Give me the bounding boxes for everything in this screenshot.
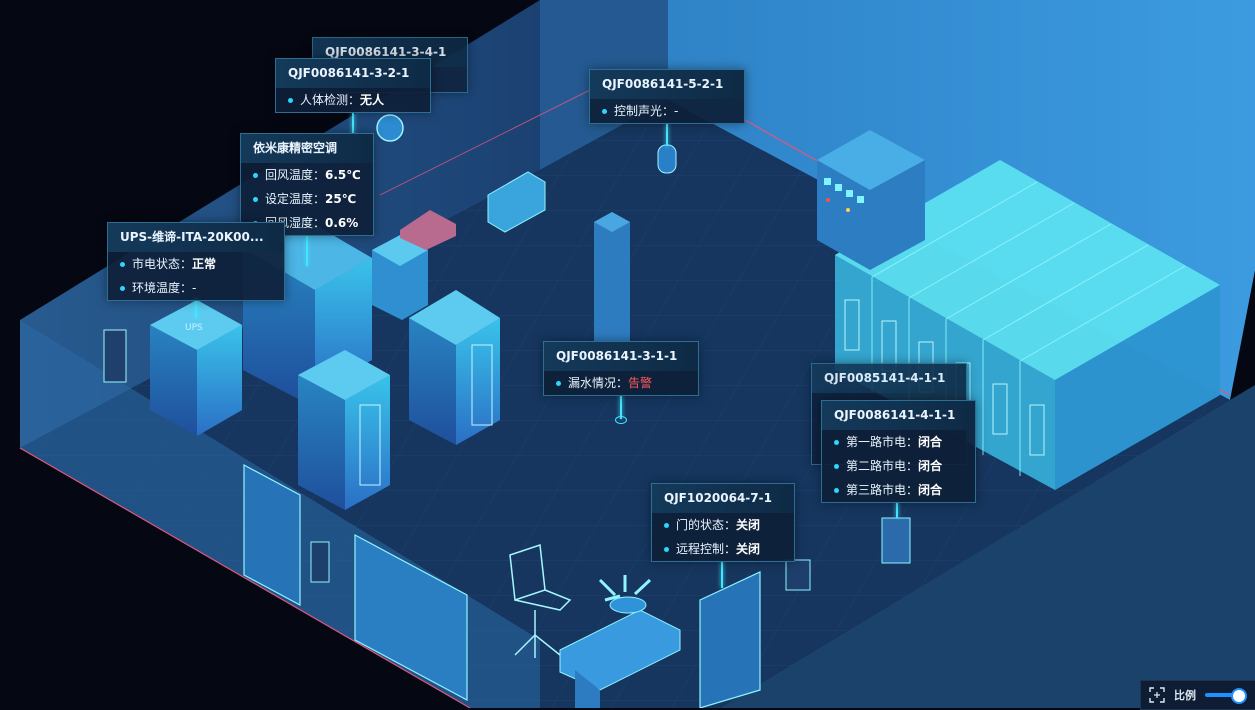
plant [598,575,652,614]
row-label: 漏水情况： [568,376,629,390]
row-value: 25℃ [325,192,357,206]
card-title: UPS-维谛-ITA-20K00... [108,223,284,252]
front-right-wall [720,385,1255,708]
pillar [594,212,630,355]
ups-cabinet: UPS [150,300,242,436]
scale-control: 比例 [1140,680,1255,710]
row-value: 闭合 [918,459,943,473]
scale-label: 比例 [1174,689,1196,702]
bullet-icon [664,547,669,552]
ups-card[interactable]: UPS-维谛-ITA-20K00... 市电状态：正常 环境温度：- [107,222,285,301]
card-row: 市电状态：正常 [108,252,284,276]
bullet-icon [288,98,293,103]
row-value: 正常 [192,257,217,271]
card-title: QJF0086141-3-2-1 [276,59,430,88]
row-label: 门的状态： [676,518,737,532]
card-row: 远程控制：关闭 [652,537,794,561]
card-row: 控制声光：- [590,99,744,123]
scale-slider-track[interactable] [1205,693,1245,697]
card-row: 门的状态：关闭 [652,513,794,537]
sound-light-alarm [657,144,677,174]
row-label: 第三路市电： [846,483,919,497]
card-title: QJF0085141-4-1-1 [812,364,966,393]
alarm-value: 告警 [628,376,653,390]
card-row: 第三路市电：闭合 [822,478,975,502]
card-title: QJF0086141-3-1-1 [544,342,698,371]
card-row: 第二路市电：闭合 [822,454,975,478]
battery-stack [400,210,456,250]
card-row: 回风温度：6.5℃ [241,163,373,187]
door-card[interactable]: QJF1020064-7-1 门的状态：关闭 远程控制：关闭 [651,483,795,562]
row-label: 第一路市电： [846,435,919,449]
row-label: 环境温度： [132,281,193,295]
bullet-icon [556,381,561,386]
sensor-card-5-2-1[interactable]: QJF0086141-5-2-1 控制声光：- [589,69,745,124]
wall-box [881,517,911,564]
bullet-icon [120,262,125,267]
bullet-icon [120,286,125,291]
access-panel [785,559,811,591]
card-row: 第一路市电：闭合 [822,430,975,454]
row-label: 远程控制： [676,542,737,556]
row-value: 0.6% [325,216,359,230]
row-value: 6.5℃ [325,168,361,182]
row-label: 第二路市电： [846,459,919,473]
card-title: QJF0086141-5-2-1 [590,70,744,99]
bullet-icon [834,488,839,493]
cabinet-b [409,290,500,445]
chair [509,543,572,658]
card-title: 依米康精密空调 [241,134,373,163]
card-row: 环境温度：- [108,276,284,300]
row-value: - [192,281,197,295]
scale-slider-handle[interactable] [1231,688,1247,704]
card-row: 设定温度：25℃ [241,187,373,211]
ac-card[interactable]: 依米康精密空调 回风温度：6.5℃ 设定温度：25℃ 回风湿度：0.6% [240,133,374,236]
card-title: QJF0086141-4-1-1 [822,401,975,430]
svg-text:UPS: UPS [185,323,203,333]
row-value: 无人 [360,93,385,107]
leak-sensor-card[interactable]: QJF0086141-3-1-1 漏水情况：告警 [543,341,699,396]
row-value: 闭合 [918,483,943,497]
row-label: 人体检测： [300,93,361,107]
door-left [243,463,301,607]
row-value: - [674,104,679,118]
card-row: 漏水情况：告警 [544,371,698,395]
bullet-icon [602,109,607,114]
human-sensor [376,114,404,142]
bullet-icon [664,523,669,528]
bullet-icon [253,173,258,178]
row-value: 关闭 [736,542,761,556]
cabinet-a [298,350,390,510]
row-label: 控制声光： [614,104,675,118]
card-row: 人体检测：无人 [276,88,430,112]
wall-ac [487,171,546,233]
access-panel-left [310,541,330,583]
fit-screen-icon[interactable] [1149,687,1165,703]
row-label: 设定温度： [265,192,326,206]
bullet-icon [834,464,839,469]
sensor-card-3-2-1[interactable]: QJF0086141-3-2-1 人体检测：无人 [275,58,431,113]
bullet-icon [253,197,258,202]
card-title: QJF1020064-7-1 [652,484,794,513]
row-label: 回风温度： [265,168,326,182]
row-value: 关闭 [736,518,761,532]
row-value: 闭合 [918,435,943,449]
board-left [354,533,468,702]
power-strip [103,329,127,383]
bullet-icon [834,440,839,445]
power-card-4-1-1[interactable]: QJF0086141-4-1-1 第一路市电：闭合 第二路市电：闭合 第三路市电… [821,400,976,503]
row-label: 市电状态： [132,257,193,271]
door-right [699,571,761,708]
